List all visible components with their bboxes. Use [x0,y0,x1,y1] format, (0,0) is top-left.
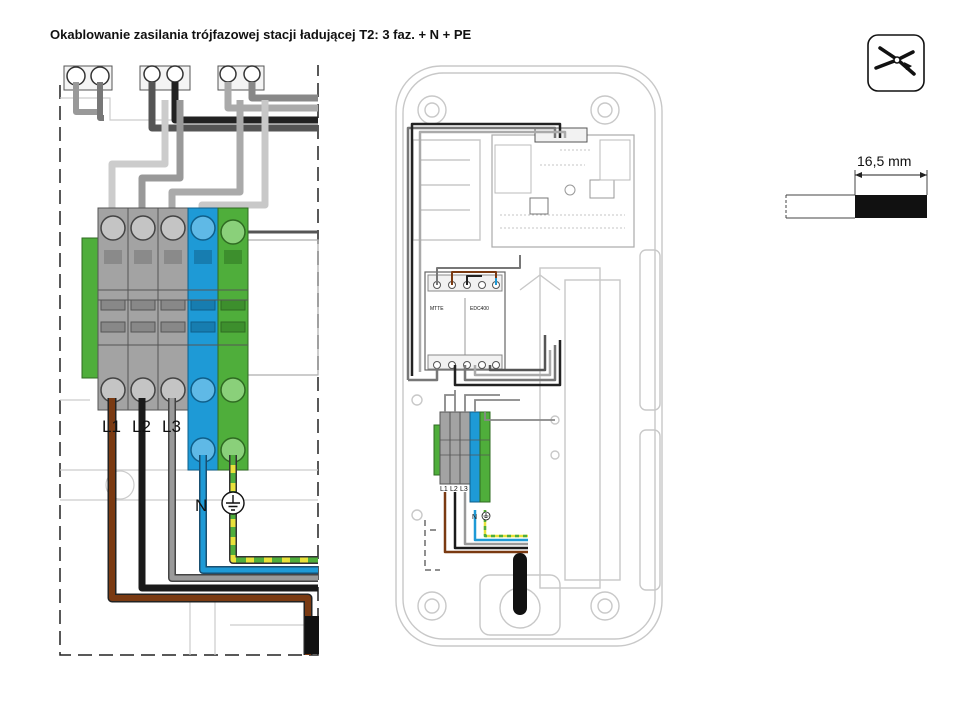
station-overview: MTTE EDC400 [395,65,663,647]
diagram-title: Okablowanie zasilania trójfazowej stacji… [50,27,472,42]
terminal-pe [217,207,249,471]
module-label-left: MTTE [430,306,444,312]
control-pcb [491,127,635,248]
terminal-l3 [157,207,189,411]
contactor-wires [408,255,562,387]
terminal-blocks [97,207,249,471]
label-n: N [195,496,207,515]
top-connector-block [63,65,265,91]
overview-label-l2: L2 [450,486,458,493]
overview-supply-wires [443,492,528,615]
overview-label-l3: L3 [460,486,468,493]
overview-label-l1: L1 [440,486,448,493]
module-label-right: EDC400 [470,306,489,312]
wire-stripper-icon [867,34,925,92]
label-l2: L2 [132,417,151,436]
strip-length-label: 16,5 mm [857,153,911,169]
supply-wires [107,398,319,655]
terminal-l1 [97,207,129,411]
overview-terminal-blocks [433,390,555,503]
stripped-wire-detail: 16,5 mm [785,153,928,219]
station-housing [395,65,663,647]
detail-view: L1 L2 L3 N [59,65,319,656]
overview-ground-symbol-icon [481,511,491,521]
end-plate [81,237,101,379]
contactor-module: MTTE EDC400 [424,271,506,371]
ground-symbol-icon [221,491,245,515]
label-l3: L3 [162,417,181,436]
overview-label-n: N [472,514,477,521]
control-wires [406,122,567,380]
terminal-l2 [127,207,159,411]
label-l1: L1 [102,417,121,436]
terminal-n [187,207,219,471]
